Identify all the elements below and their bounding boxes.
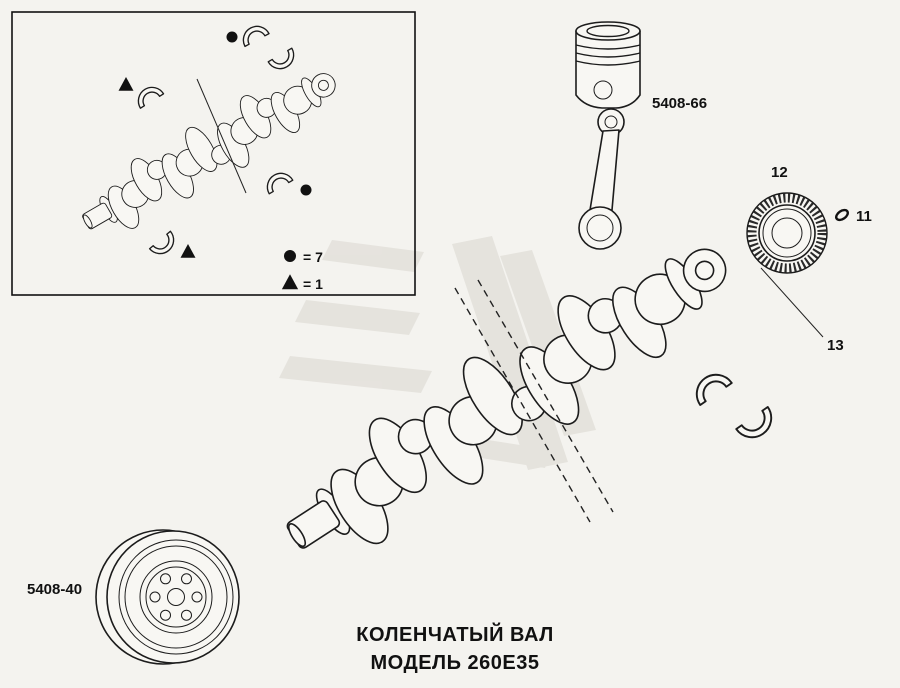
circle-marker [226, 31, 238, 43]
watermark-bar [322, 240, 424, 272]
legend-circle-icon [284, 250, 296, 262]
part-label-bearing: 13 [827, 337, 844, 354]
oring-drawing [835, 208, 849, 222]
piston-drawing [575, 21, 641, 109]
part-label-pulley: 5408-40 [27, 581, 82, 598]
circle-marker [300, 184, 312, 196]
pulley-drawing [95, 529, 240, 665]
part-label-oring: 11 [856, 208, 872, 225]
watermark-bar [295, 300, 420, 335]
inset-legend: = 7 = 1 [281, 249, 323, 292]
timing-gear-drawing [746, 192, 828, 274]
inset-border [11, 11, 416, 296]
legend-triangle-value: = 1 [303, 276, 323, 292]
part-label-piston: 5408-66 [652, 95, 707, 112]
leader-line-13 [760, 267, 824, 338]
legend-circle-value: = 7 [303, 249, 323, 265]
caption-line1: КОЛЕНЧАТЫЙ ВАЛ [356, 622, 553, 646]
inset-centerline [196, 78, 247, 194]
inset-bearing-diagram: = 7 = 1 [11, 11, 416, 296]
watermark-bar [279, 356, 432, 393]
dashed-centerline [454, 287, 591, 523]
caption-line2: МОДЕЛЬ 260Е35 [371, 652, 540, 674]
part-label-gear: 12 [771, 164, 788, 181]
connecting-rod-drawing [578, 108, 625, 250]
dashed-centerline [477, 279, 614, 513]
